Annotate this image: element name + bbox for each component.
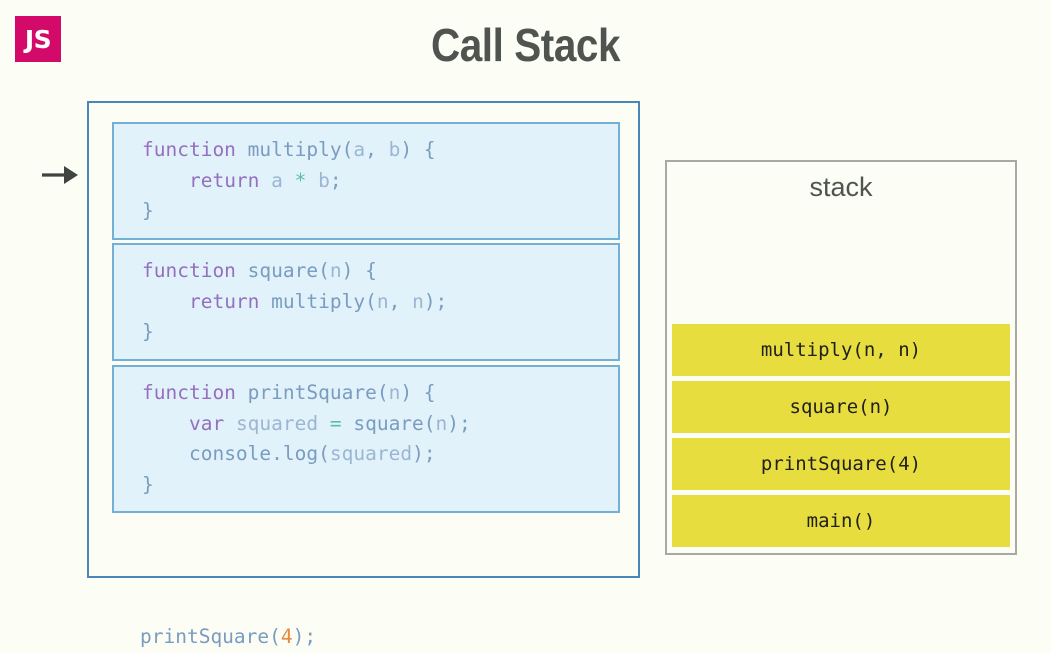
code-token: squared <box>329 442 413 465</box>
code-token: * <box>294 168 319 192</box>
code-token: ( <box>341 138 354 161</box>
code-token <box>142 442 189 465</box>
code-token: ( <box>318 442 330 465</box>
stack-panel-title: stack <box>809 172 873 202</box>
code-token: function <box>142 259 248 282</box>
stack-frame: printSquare(4) <box>672 438 1010 490</box>
code-line: function printSquare(n) { <box>142 378 618 409</box>
stack-frame: square(n) <box>672 381 1010 433</box>
code-token: ( <box>423 411 436 435</box>
code-token: ( <box>318 259 330 282</box>
code-token: multiply <box>247 138 342 161</box>
code-token: b <box>318 168 330 192</box>
code-token: ) { <box>341 259 377 282</box>
code-token: , <box>365 138 389 161</box>
code-token: a <box>271 168 295 192</box>
code-line-entry-call: printSquare(4); <box>140 622 316 653</box>
js-logo: JS <box>15 16 61 62</box>
stack-frame: multiply(n, n) <box>672 324 1010 376</box>
code-token: n <box>329 259 342 282</box>
code-block-square: function square(n) { return multiply(n, … <box>112 243 620 361</box>
code-line: return multiply(n, n); <box>142 287 618 318</box>
code-line: } <box>142 317 618 348</box>
code-token: n <box>376 289 389 313</box>
code-token: return <box>188 168 272 192</box>
code-token: ) { <box>400 138 436 161</box>
code-block-printsquare: function printSquare(n) { var squared = … <box>112 365 620 513</box>
code-token <box>142 290 189 313</box>
code-line: printSquare(4); <box>140 622 316 653</box>
code-token: ( <box>269 625 281 648</box>
code-token: ; <box>329 168 342 192</box>
js-logo-text: JS <box>24 24 52 54</box>
page-title: Call Stack <box>430 19 621 71</box>
code-panel: function multiply(a, b) { return a * b;}… <box>87 101 640 648</box>
code-token: } <box>142 472 154 496</box>
code-line: function square(n) { <box>142 256 618 287</box>
code-token: ); <box>447 411 471 435</box>
code-line: } <box>142 470 618 501</box>
code-token: return <box>188 289 272 313</box>
code-token: var <box>188 411 236 435</box>
code-token: } <box>142 320 154 343</box>
code-token: b <box>388 138 401 161</box>
stack-frame: main() <box>672 495 1010 547</box>
code-token: ); <box>292 625 317 648</box>
code-token: n <box>412 289 424 313</box>
code-token: console <box>188 442 272 465</box>
code-token: n <box>388 381 401 404</box>
code-line: } <box>142 196 618 227</box>
code-token: printSquare <box>247 381 377 404</box>
code-line: var squared = square(n); <box>142 409 618 440</box>
code-token: ); <box>412 442 436 465</box>
code-token: a <box>353 138 366 161</box>
code-token: printSquare <box>140 625 270 648</box>
code-token: square <box>353 411 424 435</box>
code-line: function multiply(a, b) { <box>142 135 618 166</box>
code-token <box>142 169 189 192</box>
code-line: return a * b; <box>142 166 618 197</box>
code-token: multiply <box>271 289 366 313</box>
code-token: ) { <box>400 381 436 404</box>
code-token: } <box>142 199 154 222</box>
stack-panel: stack multiply(n, n)square(n)printSquare… <box>665 160 1017 555</box>
code-token: log <box>282 442 319 465</box>
stack-frame-list: multiply(n, n)square(n)printSquare(4)mai… <box>672 324 1010 547</box>
code-token: n <box>435 411 448 435</box>
code-token: ( <box>365 289 377 313</box>
code-token: = <box>329 411 354 435</box>
code-token <box>142 412 189 435</box>
code-token: ); <box>423 289 448 313</box>
code-line: console.log(squared); <box>142 439 618 470</box>
code-token: squared <box>235 411 330 435</box>
code-token: ( <box>376 381 389 404</box>
code-block-multiply: function multiply(a, b) { return a * b;} <box>112 122 620 240</box>
code-token: function <box>142 381 248 404</box>
code-token: function <box>142 138 248 161</box>
code-token: 4 <box>280 625 293 648</box>
arrow-right-icon <box>40 160 82 190</box>
code-token: square <box>247 259 319 282</box>
code-token: , <box>388 289 413 313</box>
code-token: . <box>271 442 283 465</box>
